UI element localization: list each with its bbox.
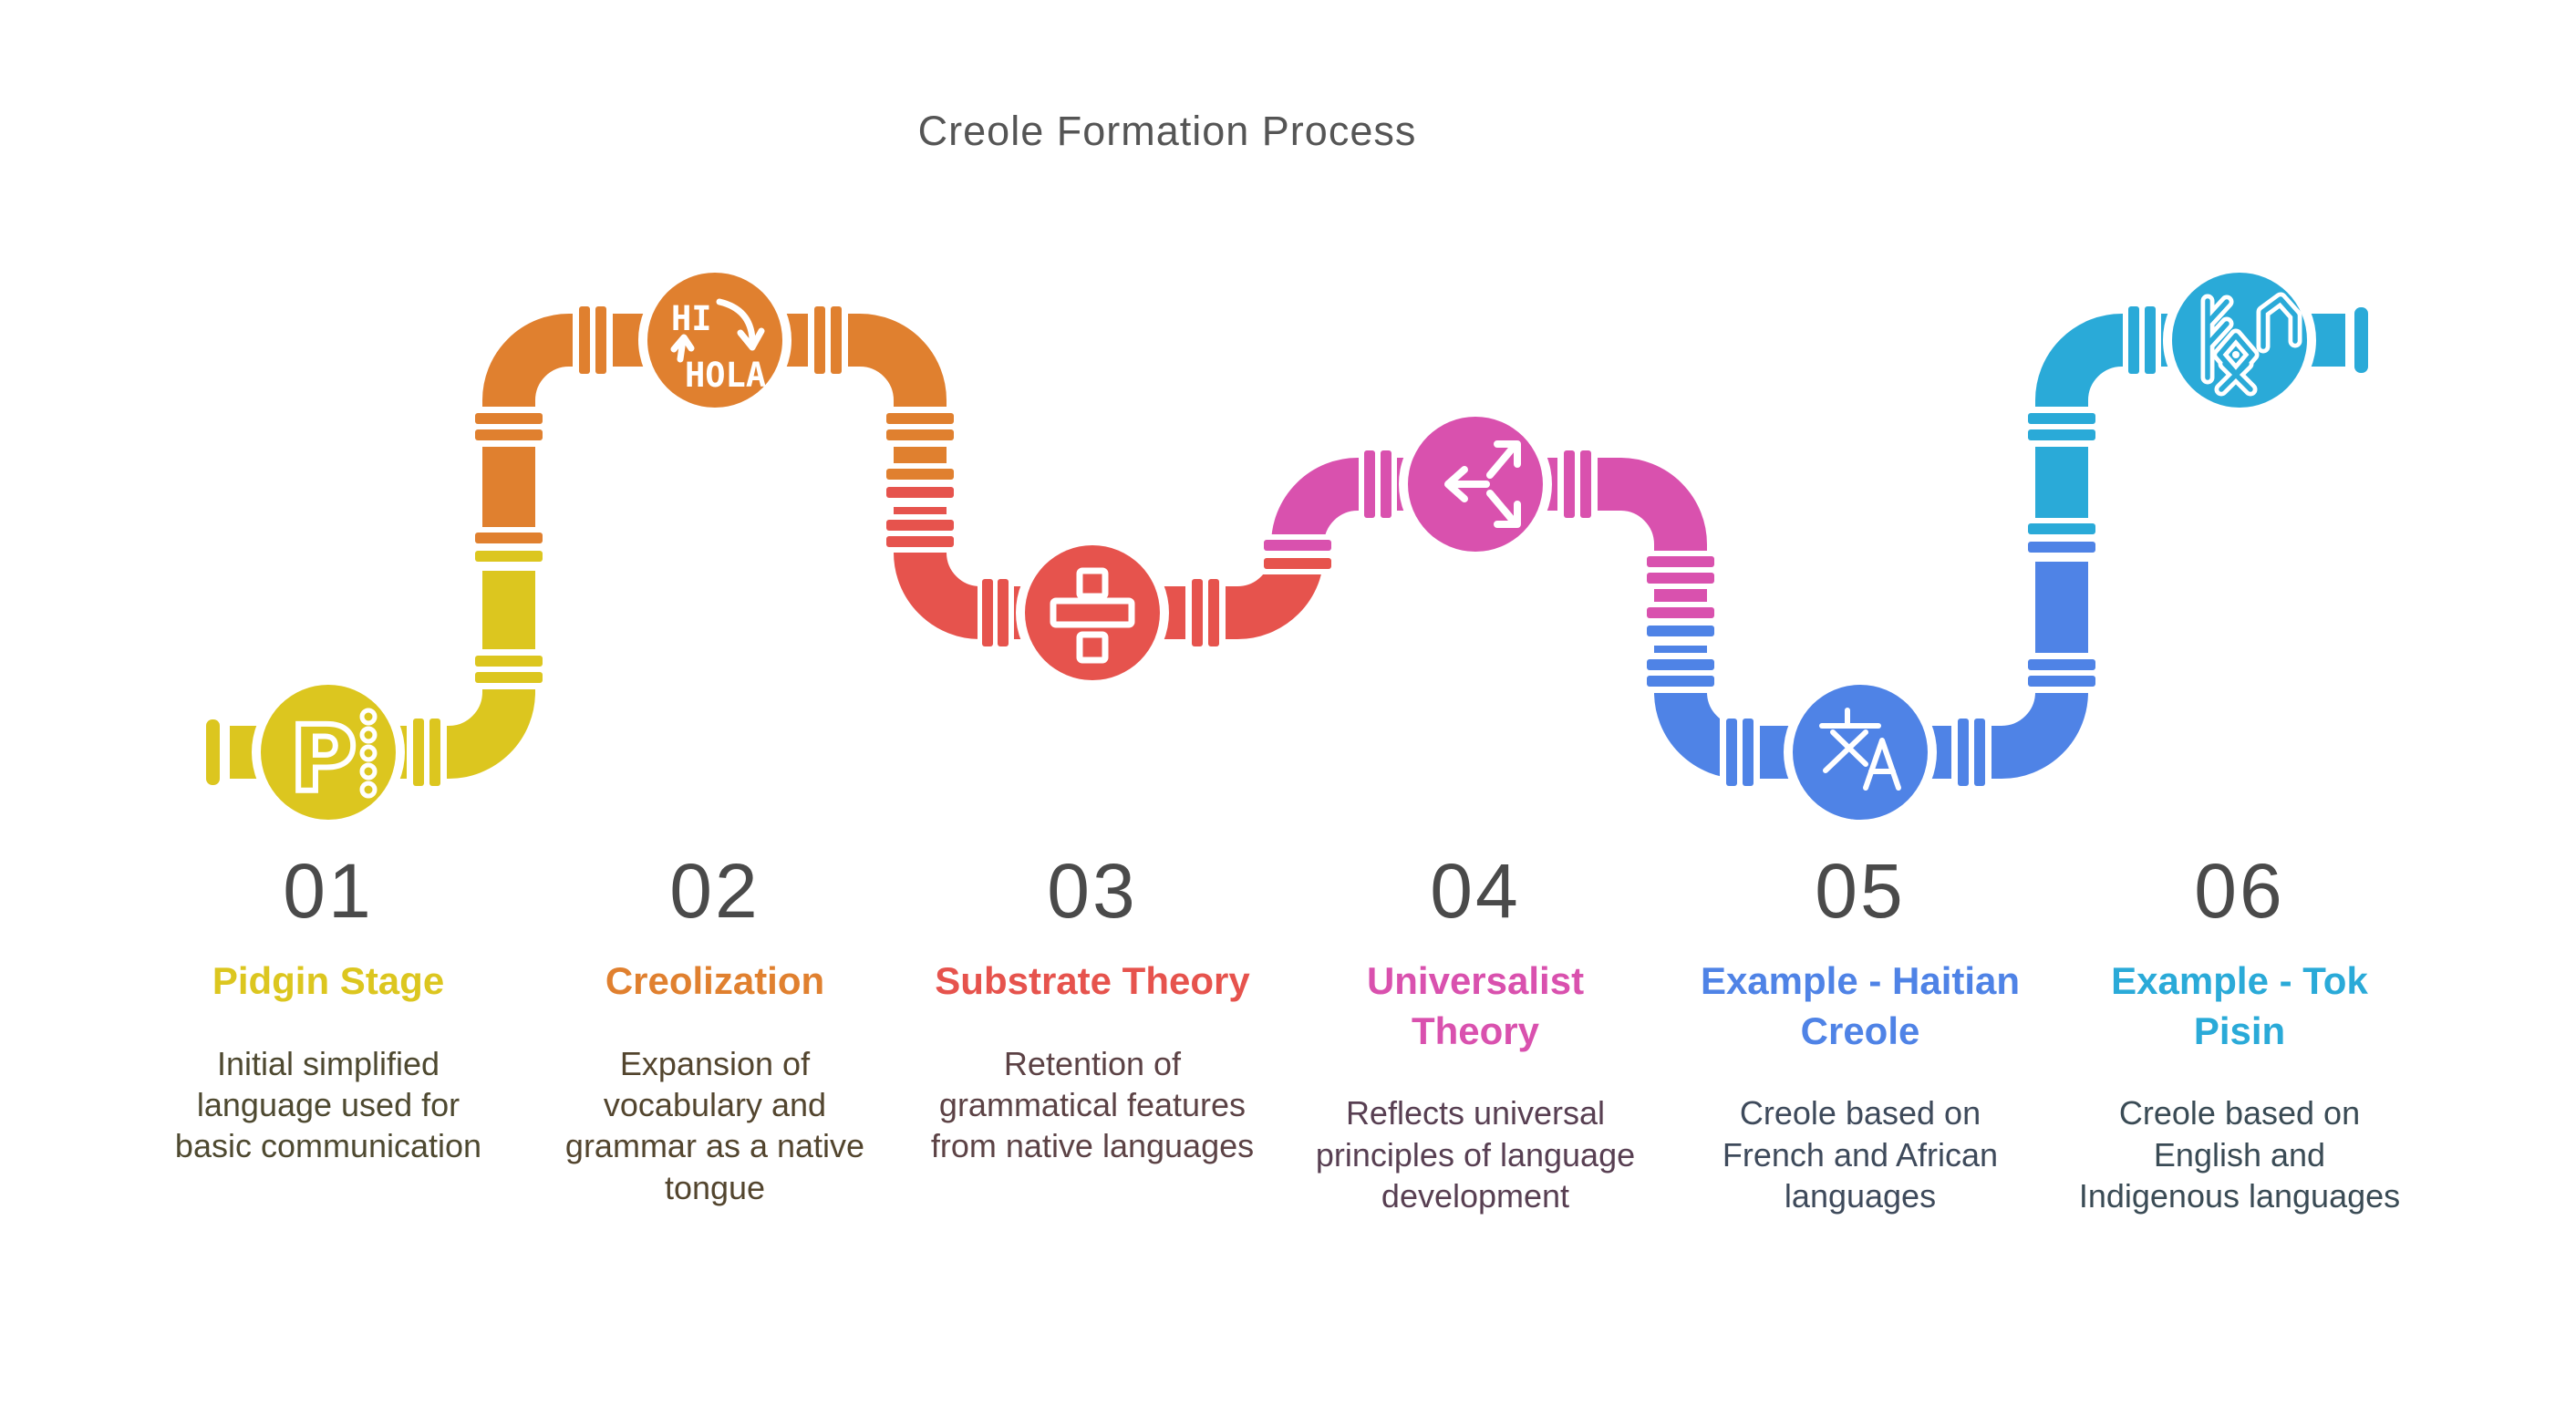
stage-number: 01 — [283, 848, 374, 934]
hi-hola-translation-icon: HI HOLA — [670, 298, 766, 395]
stage-number: 04 — [1430, 848, 1521, 934]
translate-icon — [1819, 708, 1901, 791]
stage-description: Creole based on English and Indigenous l… — [2078, 1094, 2401, 1215]
stage-column-1: 01 Pidgin Stage Initial simplified langu… — [160, 853, 497, 1167]
stage-column-5: 05 Example - Haitian Creole Creole based… — [1691, 853, 2029, 1216]
runes-icon — [2200, 292, 2302, 397]
stage-number: 06 — [2194, 848, 2285, 934]
stage-title: Example - Tok Pisin — [2111, 959, 2368, 1052]
stage-description: Retention of grammatical features from n… — [930, 1044, 1255, 1165]
stage-column-4: 04 Universalist Theory Reflects universa… — [1307, 853, 1644, 1216]
pipe-end-cap — [2354, 307, 2368, 373]
stage-number: 03 — [1047, 848, 1138, 934]
stage-column-3: 03 Substrate Theory Retention of grammat… — [924, 853, 1261, 1167]
stage-title: Example - Haitian Creole — [1700, 959, 2021, 1052]
page-title: Creole Formation Process — [917, 108, 1417, 154]
stage-description: Reflects universal principles of languag… — [1315, 1094, 1636, 1215]
p-letter-with-dots-icon: P — [287, 703, 378, 815]
stage-column-6: 06 Example - Tok Pisin Creole based on E… — [2071, 853, 2408, 1216]
pipe-segment-6 — [2035, 314, 2345, 538]
pipe-start-cap — [206, 719, 220, 785]
stage-description: Expansion of vocabulary and grammar as a… — [564, 1044, 865, 1206]
stage-title: Creolization — [605, 959, 825, 1002]
stage-title: Pidgin Stage — [212, 959, 445, 1002]
stage-number: 05 — [1815, 848, 1906, 934]
svg-text:P: P — [290, 706, 357, 812]
flange-rings — [413, 306, 2156, 786]
stage-description: Creole based on French and African langu… — [1722, 1094, 1999, 1215]
stage-3-node — [1025, 545, 1160, 680]
division-icon — [1050, 567, 1135, 664]
stage-number: 02 — [669, 848, 760, 934]
three-way-arrows-icon — [1444, 440, 1521, 528]
svg-text:HOLA: HOLA — [685, 356, 766, 395]
stage-title: Universalist Theory — [1366, 959, 1585, 1052]
stage-description: Initial simplified language used for bas… — [174, 1044, 482, 1165]
color-junction-bands — [475, 469, 2095, 636]
stage-2-node — [647, 273, 782, 408]
stage-5-node — [1793, 685, 1928, 820]
pipe-segment-1 — [230, 549, 535, 779]
stage-title: Substrate Theory — [935, 959, 1250, 1002]
stage-column-2: 02 Creolization Expansion of vocabulary … — [546, 853, 884, 1208]
svg-text:HI: HI — [671, 299, 712, 338]
